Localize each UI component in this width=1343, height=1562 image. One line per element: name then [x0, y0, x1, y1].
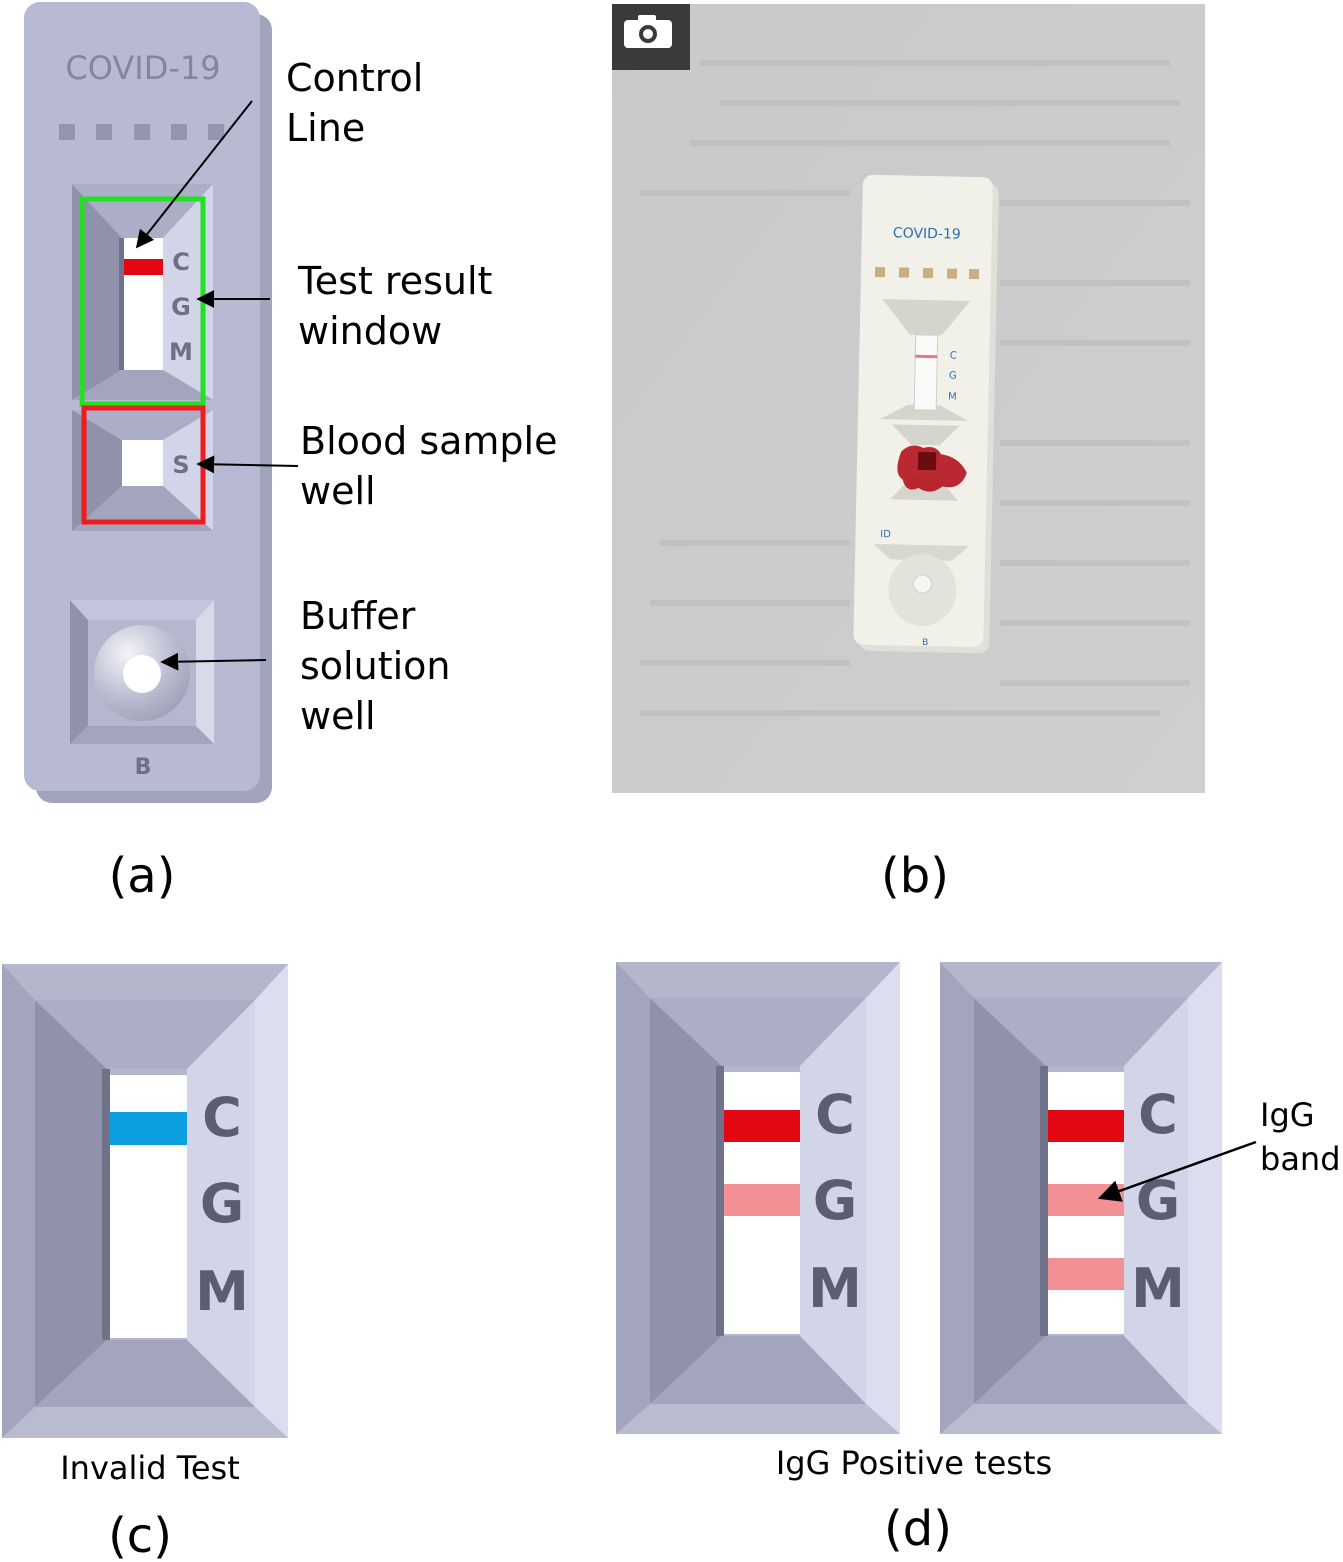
callout-result-window-1: Test result: [297, 259, 492, 303]
panel-a-callouts: Control Line Test result window Blood sa…: [109, 56, 570, 904]
buffer-well: [70, 600, 214, 744]
callout-blood-well-1: Blood sample: [300, 419, 557, 463]
panel-d-igg-positive: C G M C G M IgG band: [616, 962, 1341, 1557]
w1-letter-g: G: [813, 1169, 857, 1232]
camera-icon: [612, 4, 690, 70]
w2-letter-g: G: [1136, 1169, 1180, 1232]
control-line-band: [124, 259, 163, 275]
photo-letter-g: G: [949, 371, 957, 382]
letter-b: B: [135, 755, 152, 780]
w1-igg-band: [724, 1184, 800, 1216]
w1-control-band: [724, 1110, 800, 1142]
w2-letter-c: C: [1138, 1083, 1178, 1146]
panel-b-photo: COVID-19 C G M ID: [612, 4, 1205, 904]
callout-igg-band: IgG band: [1260, 1096, 1341, 1178]
invalid-control-band: [110, 1112, 187, 1145]
callout-result-window-2: window: [298, 309, 442, 353]
igg-window-2: C G M: [940, 962, 1222, 1434]
reference-marks: [59, 124, 224, 140]
invalid-letter-c: C: [202, 1086, 242, 1149]
w2-igm-band: [1048, 1258, 1124, 1290]
callout-control-line-2: Line: [286, 106, 365, 150]
photo-letter-m: M: [948, 392, 957, 403]
photo-letter-c: C: [950, 351, 957, 362]
caption-d: (d): [884, 1501, 952, 1557]
w1-letter-c: C: [815, 1083, 855, 1146]
callout-control-line: Control Line: [286, 56, 435, 150]
photo-letter-b: B: [922, 638, 928, 648]
arrow-buffer-well: [160, 652, 267, 671]
result-window: C G M: [72, 184, 213, 407]
w2-igg-band: [1048, 1184, 1124, 1216]
panel-c-invalid-test: C G M Invalid Test (c): [2, 964, 288, 1562]
photo-device-title: COVID-19: [893, 225, 961, 242]
callout-igg-band-2: band: [1260, 1140, 1341, 1178]
panel-a-device-illustration: COVID-19 C G M: [24, 2, 272, 803]
letter-c: C: [172, 248, 190, 276]
arrow-control-line: [135, 100, 253, 249]
photo-cassette: COVID-19 C G M ID: [853, 174, 999, 654]
callout-control-line-1: Control: [286, 56, 423, 100]
arrow-blood-well: [196, 455, 299, 474]
photo-id-label: ID: [880, 529, 891, 540]
arrow-igg-band: [1097, 1140, 1257, 1202]
w1-letter-m: M: [808, 1257, 862, 1320]
caption-b: (b): [881, 848, 949, 904]
callout-blood-well: Blood sample well: [300, 419, 570, 513]
letter-g: G: [171, 293, 191, 321]
letter-m: M: [169, 338, 193, 366]
callout-result-window: Test result window: [297, 259, 505, 353]
callout-buffer-well: Buffer solution well: [300, 594, 463, 738]
caption-c: (c): [108, 1508, 172, 1562]
w2-control-band: [1048, 1110, 1124, 1142]
igg-window-1: C G M: [616, 962, 900, 1434]
caption-a: (a): [109, 848, 176, 904]
w2-letter-m: M: [1131, 1257, 1185, 1320]
invalid-letter-m: M: [195, 1260, 249, 1323]
letter-s: S: [172, 451, 189, 479]
callout-blood-well-2: well: [300, 469, 376, 513]
invalid-test-label: Invalid Test: [60, 1449, 240, 1487]
callout-buffer-well-2: solution: [300, 644, 450, 688]
device-title: COVID-19: [65, 49, 220, 87]
callout-buffer-well-1: Buffer: [300, 594, 416, 638]
invalid-letter-g: G: [200, 1172, 244, 1235]
sample-well: S: [72, 405, 213, 531]
callout-igg-band-1: IgG: [1260, 1096, 1315, 1134]
igg-positive-label: IgG Positive tests: [776, 1444, 1052, 1482]
background-text-lines: [640, 60, 1190, 716]
callout-buffer-well-3: well: [300, 694, 376, 738]
